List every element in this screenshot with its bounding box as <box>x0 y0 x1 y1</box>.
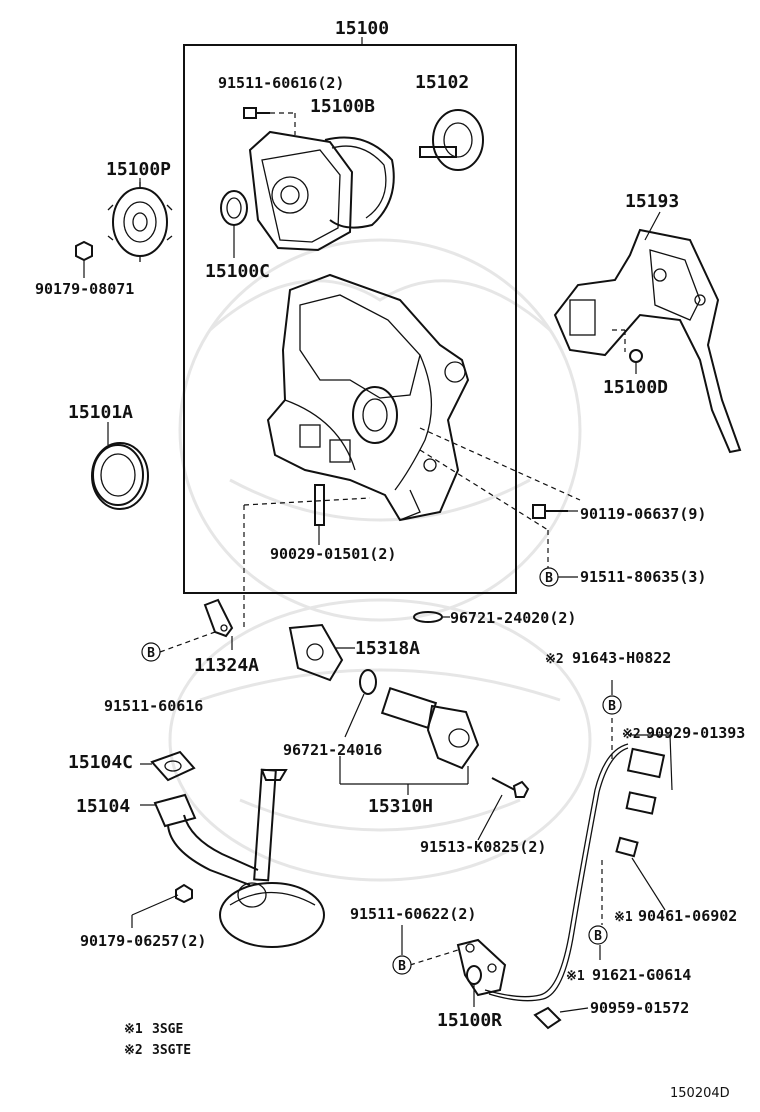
label-91643-H0822: 91643-H0822 <box>572 649 671 667</box>
gasket-15104C-drawing <box>140 750 196 782</box>
oil-control-valve-15310H-drawing <box>339 686 480 795</box>
label-96721-24016: 96721-24016 <box>283 741 382 759</box>
gasket-15318A-drawing <box>288 623 355 682</box>
cam-position-sensor-15100R-drawing <box>456 743 629 1007</box>
label-note1-mark-a: ※1 <box>614 910 633 925</box>
marker-letter: B <box>608 699 616 714</box>
label-15102: 15102 <box>415 72 469 93</box>
label-90179-08071: 90179-08071 <box>35 280 134 298</box>
pin-15100D-drawing <box>612 329 643 374</box>
label-90929-01393: 90929-01393 <box>646 724 745 742</box>
oil-seal-15100C-drawing <box>220 190 248 258</box>
figure-code: 150204D <box>670 1086 730 1101</box>
bolt-90119-06637-drawing <box>532 504 578 519</box>
nut-90179-08071-drawing <box>75 240 93 278</box>
footnote-2-mark: ※2 <box>124 1043 143 1058</box>
pump-rotor-15102-drawing <box>419 109 484 171</box>
reference-marker-b-1: B <box>539 567 559 587</box>
label-note2-mark-b: ※2 <box>622 727 641 742</box>
timing-case-gasket-15193-drawing <box>553 211 742 454</box>
label-15193: 15193 <box>625 191 679 212</box>
label-96721-24020: 96721-24020(2) <box>450 609 576 627</box>
assembly-box-15100 <box>183 44 517 594</box>
label-90029-01501: 90029-01501(2) <box>270 545 396 563</box>
label-90461-06902: 90461-06902 <box>638 907 737 925</box>
label-90959-01572: 90959-01572 <box>590 999 689 1017</box>
label-note1-mark-b: ※1 <box>566 969 585 984</box>
label-91511-80635: 91511-80635(3) <box>580 568 706 586</box>
label-15100B: 15100B <box>310 96 375 117</box>
connector-90929-01393-drawing <box>625 734 673 815</box>
reference-marker-b-3: B <box>602 695 622 715</box>
oil-pump-cover-drawing <box>248 130 395 252</box>
footnote-2-text: 3SGTE <box>152 1043 191 1058</box>
bolt-91513-K0825-drawing <box>477 777 530 841</box>
label-91511-60616: 91511-60616 <box>104 697 203 715</box>
watermark-emblem <box>168 238 592 882</box>
reference-marker-b-5: B <box>392 955 412 975</box>
marker-letter: B <box>398 959 406 974</box>
footnotes: ※1 3SGE ※2 3SGTE <box>124 1022 191 1058</box>
oil-seal-15101A-drawing <box>91 422 149 510</box>
marker-letter: B <box>545 571 553 586</box>
reference-marker-b-2: B <box>141 642 161 662</box>
reference-marker-b-4: B <box>588 925 608 945</box>
label-91511-60622: 91511-60622(2) <box>350 905 476 923</box>
label-91513-K0825: 91513-K0825(2) <box>420 838 546 856</box>
label-15100D: 15100D <box>603 377 668 398</box>
label-15100P: 15100P <box>106 159 171 180</box>
clip-90461-06902-drawing <box>615 836 666 911</box>
label-15104C: 15104C <box>68 752 133 773</box>
label-15104: 15104 <box>76 796 130 817</box>
stud-90029-01501-drawing <box>314 484 325 545</box>
pump-housing-drawing <box>266 273 470 522</box>
o-ring-96721-24016-drawing <box>359 669 377 695</box>
marker-letter: B <box>594 929 602 944</box>
label-15318A: 15318A <box>355 638 420 659</box>
label-90179-06257: 90179-06257(2) <box>80 932 206 950</box>
drive-gear-15100P-drawing <box>107 178 173 262</box>
label-15100R: 15100R <box>437 1010 502 1031</box>
label-11324A: 11324A <box>194 655 259 676</box>
oil-strainer-15104-drawing <box>140 768 325 948</box>
footnote-1-mark: ※1 <box>124 1022 143 1037</box>
marker-letter: B <box>147 646 155 661</box>
label-15100: 15100 <box>335 18 389 39</box>
bolt-91511-60616-drawing <box>243 107 296 135</box>
label-15310H: 15310H <box>368 796 433 817</box>
label-91511-60616-2: 91511-60616(2) <box>218 74 344 92</box>
nut-90179-06257-drawing <box>131 883 193 928</box>
label-91621-G0614: 91621-G0614 <box>592 966 691 984</box>
label-15100C: 15100C <box>205 261 270 282</box>
label-15101A: 15101A <box>68 402 133 423</box>
label-note2-mark-a: ※2 <box>545 652 564 667</box>
label-90119-06637: 90119-06637(9) <box>580 505 706 523</box>
cap-90959-01572-drawing <box>533 1006 589 1030</box>
footnote-1-text: 3SGE <box>152 1022 183 1037</box>
bracket-11324A-drawing <box>159 598 234 653</box>
